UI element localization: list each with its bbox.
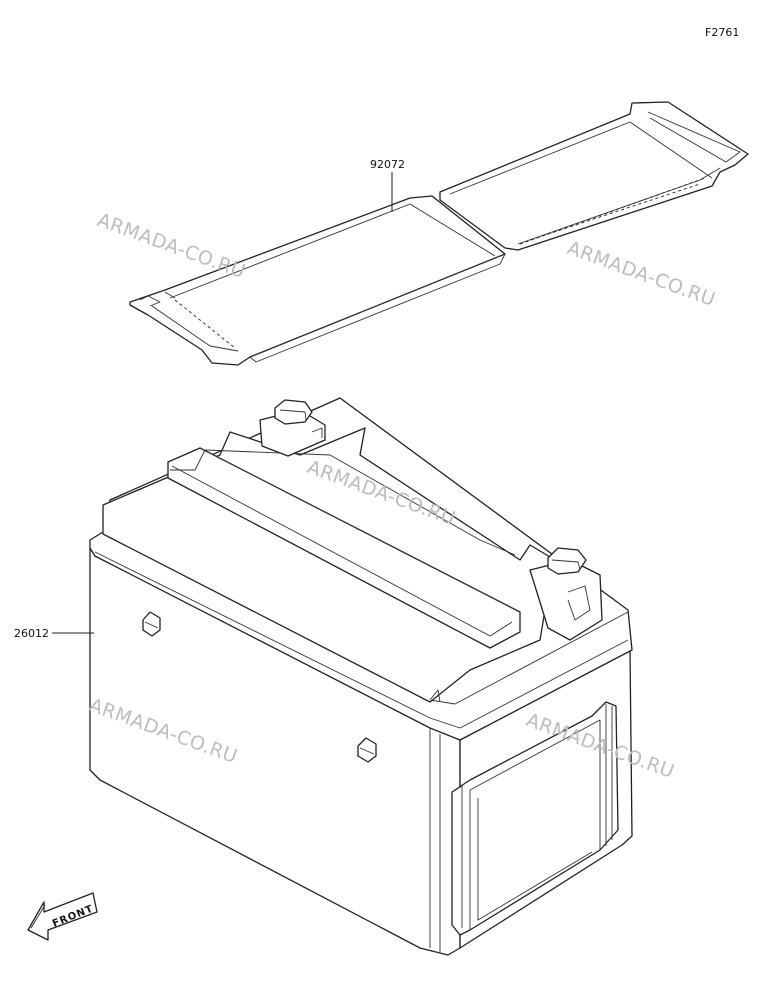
watermark: ARMADA-CO.RU	[94, 209, 248, 283]
watermark: ARMADA-CO.RU	[564, 237, 718, 311]
part-number-26012[interactable]: 26012	[14, 627, 49, 640]
battery-pad-drawing	[129, 101, 749, 366]
figure-code: F2761	[705, 26, 739, 39]
part-number-92072[interactable]: 92072	[370, 158, 405, 171]
battery-drawing	[89, 397, 633, 956]
front-arrow-icon: FRONT	[27, 892, 98, 941]
